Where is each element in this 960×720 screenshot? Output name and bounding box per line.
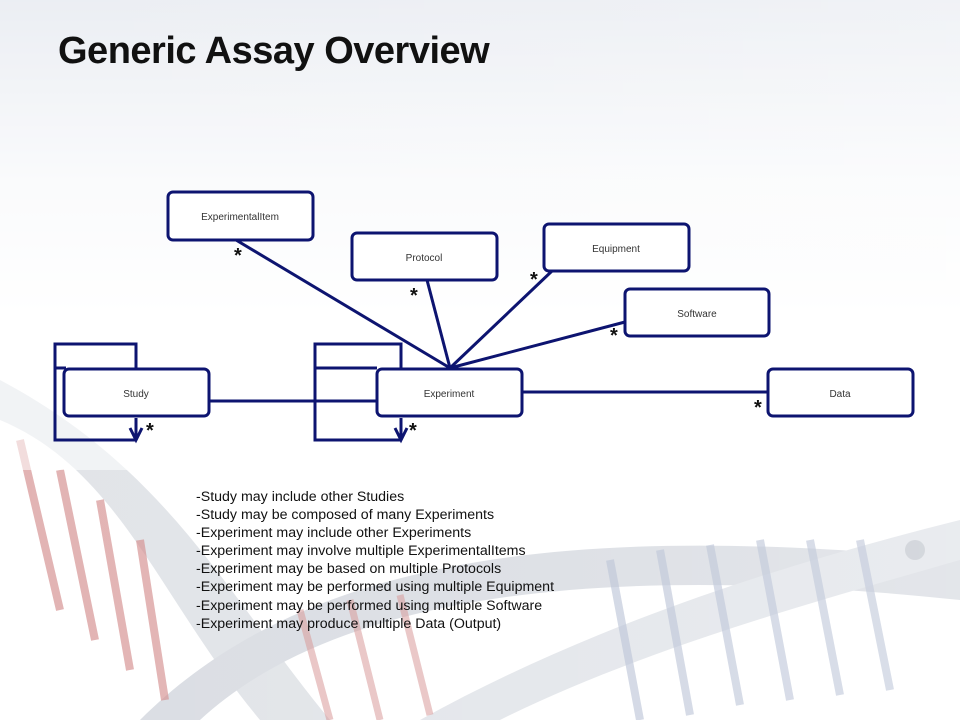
notes-list: -Study may include other Studies -Study …: [196, 488, 554, 633]
note-item: -Study may include other Studies: [196, 489, 405, 505]
note-item: -Study may be composed of many Experimen…: [196, 507, 495, 524]
multiplicity-software: *: [610, 325, 618, 347]
study-self-loop: [53, 366, 136, 442]
experiment-software-link: [449, 320, 626, 370]
equipment-box: [542, 222, 691, 273]
experimentalitem-box: [166, 190, 315, 242]
experimentalitem-label: ExperimentalItem: [201, 212, 279, 223]
multiplicity-data: *: [754, 397, 762, 419]
data-label: Data: [829, 389, 851, 400]
note-item: -Experiment may include other Experiment…: [196, 525, 472, 542]
software-label: Software: [677, 309, 717, 320]
study-self-loop-top: [53, 342, 138, 368]
note-item: -Experiment may be performed using multi…: [196, 579, 555, 596]
experiment-self-loop-arrow-icon: [393, 418, 409, 444]
protocol-label: Protocol: [406, 253, 443, 264]
experiment-box: [375, 367, 524, 418]
data-box: [766, 367, 915, 418]
slide-title: Generic Assay Overview: [58, 30, 490, 72]
note-item: -Experiment may involve multiple Experim…: [196, 543, 526, 560]
multiplicity-protocol: *: [410, 285, 418, 307]
study-self-loop-arrow-icon: [128, 418, 144, 444]
multiplicity-equipment: *: [530, 269, 538, 291]
protocol-box: [350, 231, 499, 282]
note-item: -Experiment may produce multiple Data (O…: [196, 615, 502, 632]
experiment-equipment-link: [448, 269, 554, 370]
experiment-protocol-link: [425, 279, 452, 369]
study-label: Study: [123, 389, 149, 400]
note-item: -Experiment may be performed using multi…: [196, 597, 543, 614]
multiplicity-study-loop: *: [146, 420, 154, 442]
study-box: [62, 367, 211, 418]
equipment-label: Equipment: [592, 244, 640, 255]
experiment-self-loop-top: [313, 342, 403, 368]
multiplicity-experimentalitem: *: [234, 245, 242, 267]
multiplicity-experiment-loop: *: [409, 420, 417, 442]
experiment-self-loop: [313, 366, 401, 442]
software-box: [623, 287, 771, 338]
experiment-label: Experiment: [424, 389, 475, 400]
experiment-experimentalitem-link: [235, 238, 451, 370]
note-item: -Experiment may be based on multiple Pro…: [196, 561, 502, 578]
